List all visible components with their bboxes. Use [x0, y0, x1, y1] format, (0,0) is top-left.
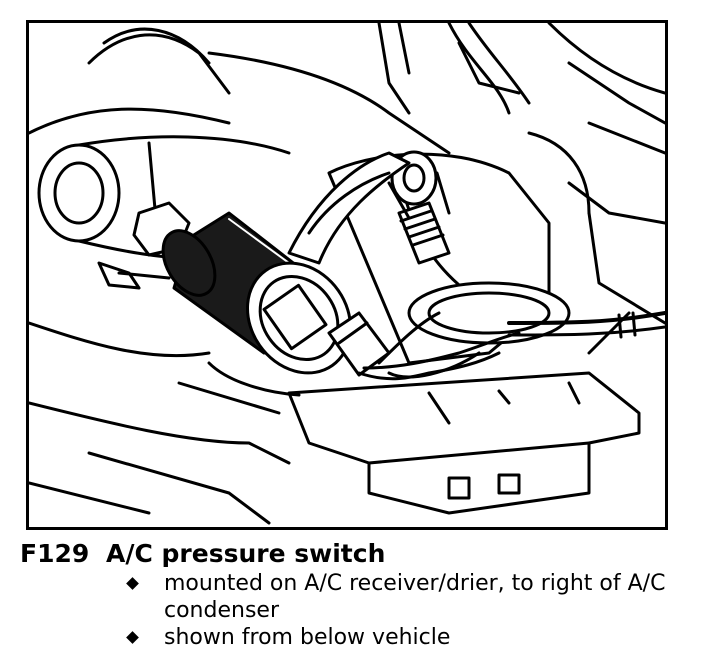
mounting-bracket [287, 151, 411, 265]
figure-illustration-frame [26, 20, 668, 530]
diamond-bullet-icon [126, 577, 139, 590]
lower-housing [177, 361, 641, 515]
figure-note-text: shown from below vehicle [164, 625, 451, 650]
figure-note-text: mounted on A/C receiver/drier, to right … [164, 571, 666, 623]
figure-caption: F129 A/C pressure switch mounted on A/C r… [20, 538, 690, 651]
figure-title-line: F129 A/C pressure switch [20, 538, 690, 570]
figure-notes-list: mounted on A/C receiver/drier, to right … [20, 570, 690, 651]
pressure-switch-illustration [29, 23, 665, 525]
figure-title: A/C pressure switch [106, 539, 386, 568]
electrical-connector [327, 311, 521, 381]
threaded-fitting [387, 150, 451, 265]
diamond-bullet-icon [126, 631, 139, 644]
figure-note: mounted on A/C receiver/drier, to right … [126, 570, 690, 624]
figure-code: F129 [20, 539, 90, 568]
pressure-switch-cylinder [161, 211, 353, 375]
figure-note: shown from below vehicle [126, 624, 690, 651]
receiver-drier-body [327, 152, 665, 365]
